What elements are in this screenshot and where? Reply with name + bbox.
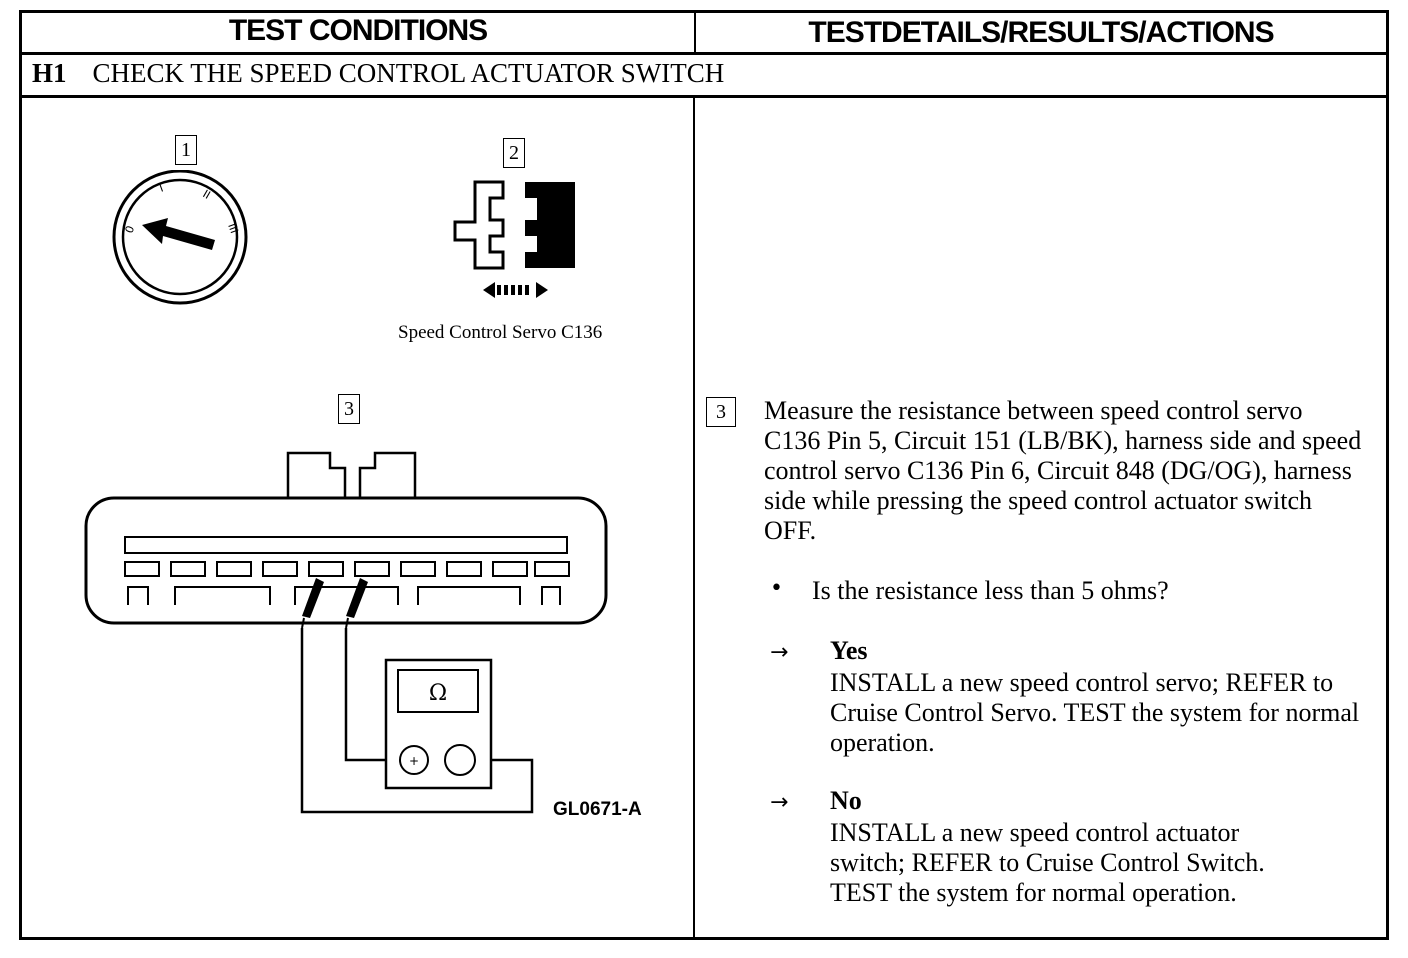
ignition-switch-icon: 0 I II III	[112, 170, 248, 305]
connector-caption: Speed Control Servo C136	[398, 322, 603, 343]
header-column-divider	[694, 10, 696, 53]
header-test-conditions: TEST CONDITIONS	[228, 14, 488, 47]
yes-action: INSTALL a new speed control servo; REFER…	[830, 668, 1360, 757]
ignition-mark-3: III	[225, 222, 241, 236]
ignition-mark-0: 0	[123, 224, 138, 235]
page-frame	[19, 10, 1389, 940]
no-arrow: →	[770, 790, 789, 815]
ohmmeter-connector-diagram: Ω +	[84, 451, 608, 814]
no-label: No	[830, 786, 862, 815]
connector-disconnect-icon	[453, 180, 575, 298]
yes-label: Yes	[830, 636, 868, 665]
header-divider	[19, 52, 1389, 55]
no-action: INSTALL a new speed control actuator swi…	[830, 818, 1265, 907]
step-title-row: H1 CHECK THE SPEED CONTROL ACTUATOR SWITC…	[32, 58, 724, 89]
ignition-mark-1: I	[158, 181, 166, 194]
ohm-symbol: Ω	[429, 681, 447, 706]
yes-arrow: →	[770, 640, 789, 665]
body-column-divider	[693, 96, 695, 939]
resistance-question: Is the resistance less than 5 ohms?	[812, 576, 1169, 605]
step-title: CHECK THE SPEED CONTROL ACTUATOR SWITCH	[92, 58, 725, 88]
plus-symbol: +	[409, 754, 419, 768]
measurement-instruction: Measure the resistance between speed con…	[764, 396, 1362, 545]
step-1-label: 1	[175, 135, 197, 165]
figure-id: GL0671-A	[553, 799, 642, 820]
title-divider	[19, 95, 1389, 98]
step-2-label: 2	[503, 138, 525, 168]
header-test-details: TESTDETAILS/RESULTS/ACTIONS	[808, 16, 1274, 49]
detail-step-label: 3	[706, 397, 736, 427]
question-bullet: •	[770, 576, 783, 601]
step-3-label: 3	[338, 394, 360, 424]
step-code: H1	[32, 58, 67, 88]
